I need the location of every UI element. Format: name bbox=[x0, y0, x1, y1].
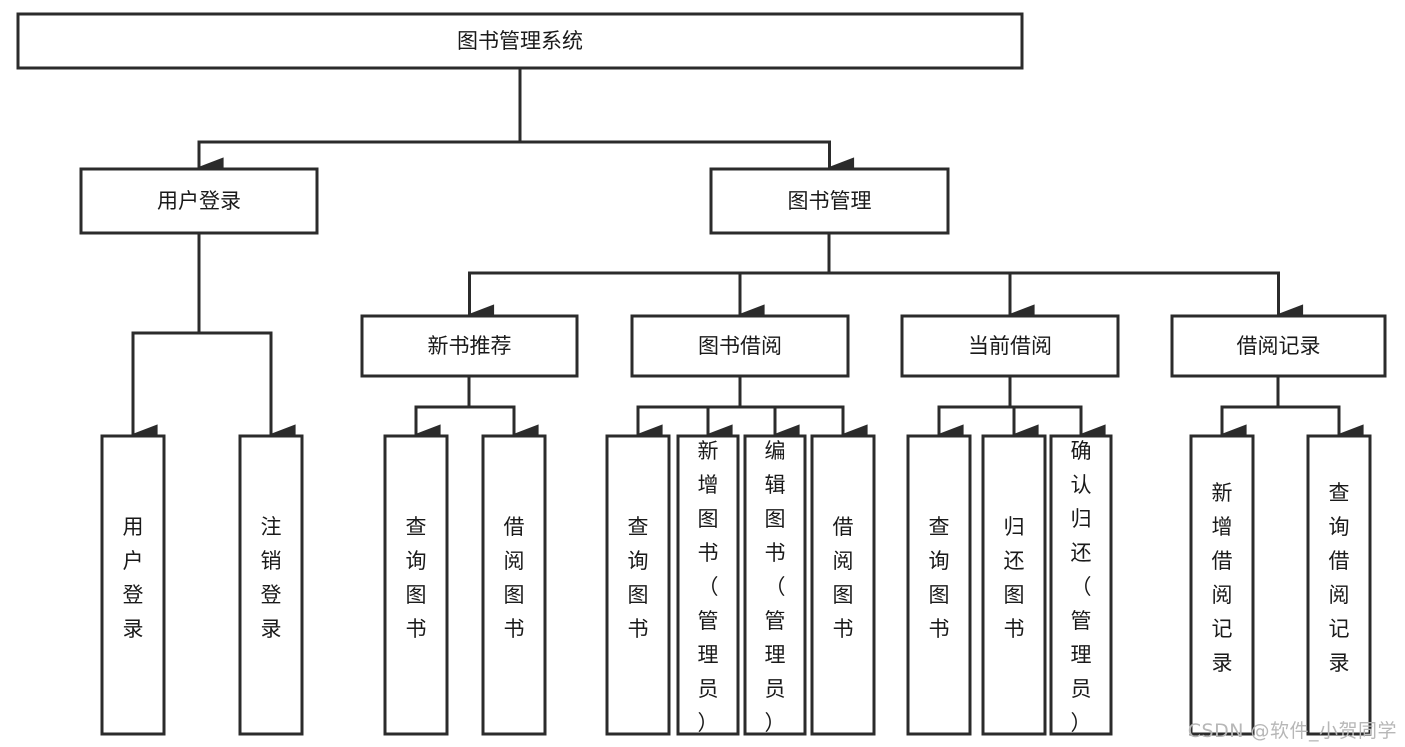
node-label-leaf-add-book-admin: 新增图书（管理员） bbox=[698, 439, 719, 735]
node-current-borrow[interactable]: 当前借阅 bbox=[900, 314, 1120, 378]
node-box-book-borrow[interactable] bbox=[630, 314, 850, 378]
edge-group-root bbox=[197, 66, 855, 178]
node-label-leaf-logout-login: 注销登录 bbox=[261, 515, 282, 641]
node-leaf-query-borrow-record[interactable]: 查询借阅记录 bbox=[1306, 434, 1372, 736]
node-leaf-user-login[interactable]: 用户登录 bbox=[100, 434, 166, 736]
node-label-new-book-recommend: 新书推荐 bbox=[428, 334, 512, 358]
edge-group-user-login bbox=[131, 231, 296, 445]
node-new-book-recommend[interactable]: 新书推荐 bbox=[360, 314, 579, 378]
node-box-new-book-recommend[interactable] bbox=[360, 314, 579, 378]
node-box-leaf-borrow-book-1[interactable] bbox=[481, 434, 547, 736]
node-user-login[interactable]: 用户登录 bbox=[79, 167, 319, 235]
node-book-borrow[interactable]: 图书借阅 bbox=[630, 314, 850, 378]
node-box-leaf-return-book[interactable] bbox=[981, 434, 1047, 736]
node-box-leaf-edit-book-admin[interactable] bbox=[743, 434, 807, 736]
csdn-watermark: CSDN @软件_小贺同学 bbox=[1187, 720, 1397, 742]
node-box-leaf-query-borrow-record[interactable] bbox=[1306, 434, 1372, 736]
edge-group-borrow-record bbox=[1220, 374, 1364, 445]
node-label-leaf-query-borrow-record: 查询借阅记录 bbox=[1329, 481, 1350, 675]
node-box-leaf-add-borrow-record[interactable] bbox=[1189, 434, 1255, 736]
node-box-user-login[interactable] bbox=[79, 167, 319, 235]
edge-group-current-borrow bbox=[937, 374, 1106, 445]
node-leaf-query-book-2[interactable]: 查询图书 bbox=[605, 434, 671, 736]
node-leaf-query-book-1[interactable]: 查询图书 bbox=[383, 434, 449, 736]
node-leaf-logout-login[interactable]: 注销登录 bbox=[238, 434, 304, 736]
node-borrow-record[interactable]: 借阅记录 bbox=[1170, 314, 1387, 378]
node-leaf-confirm-return-admin[interactable]: 确认归还（管理员） bbox=[1049, 434, 1113, 736]
node-leaf-return-book[interactable]: 归还图书 bbox=[981, 434, 1047, 736]
edge-group-book-manage bbox=[468, 231, 1304, 325]
node-root[interactable]: 图书管理系统 bbox=[16, 12, 1024, 70]
node-label-leaf-add-borrow-record: 新增借阅记录 bbox=[1212, 481, 1233, 675]
node-box-leaf-user-login[interactable] bbox=[100, 434, 166, 736]
node-box-leaf-confirm-return-admin[interactable] bbox=[1049, 434, 1113, 736]
node-label-leaf-borrow-book-2: 借阅图书 bbox=[833, 515, 854, 641]
nodes-layer: 图书管理系统用户登录图书管理新书推荐图书借阅当前借阅借阅记录用户登录注销登录查询… bbox=[16, 12, 1387, 736]
node-box-leaf-query-book-3[interactable] bbox=[906, 434, 972, 736]
node-label-user-login: 用户登录 bbox=[157, 189, 241, 213]
node-label-book-manage: 图书管理 bbox=[788, 189, 872, 213]
node-label-current-borrow: 当前借阅 bbox=[968, 334, 1052, 358]
node-leaf-add-borrow-record[interactable]: 新增借阅记录 bbox=[1189, 434, 1255, 736]
edge-group-book-borrow bbox=[636, 374, 868, 445]
node-label-leaf-return-book: 归还图书 bbox=[1004, 515, 1025, 641]
node-leaf-add-book-admin[interactable]: 新增图书（管理员） bbox=[676, 434, 740, 736]
node-box-leaf-query-book-1[interactable] bbox=[383, 434, 449, 736]
node-label-leaf-confirm-return-admin: 确认归还（管理员） bbox=[1071, 439, 1092, 735]
edge-group-new-book-recommend bbox=[414, 374, 539, 445]
node-label-leaf-borrow-book-1: 借阅图书 bbox=[504, 515, 525, 641]
node-label-leaf-query-book-1: 查询图书 bbox=[406, 515, 427, 641]
node-box-book-manage[interactable] bbox=[709, 167, 950, 235]
node-label-leaf-user-login: 用户登录 bbox=[123, 515, 144, 641]
node-label-leaf-query-book-2: 查询图书 bbox=[628, 515, 649, 641]
node-leaf-query-book-3[interactable]: 查询图书 bbox=[906, 434, 972, 736]
edges-layer bbox=[131, 66, 1364, 445]
node-label-leaf-edit-book-admin: 编辑图书（管理员） bbox=[765, 439, 786, 735]
node-box-borrow-record[interactable] bbox=[1170, 314, 1387, 378]
node-box-leaf-borrow-book-2[interactable] bbox=[810, 434, 876, 736]
node-box-leaf-add-book-admin[interactable] bbox=[676, 434, 740, 736]
node-box-leaf-query-book-2[interactable] bbox=[605, 434, 671, 736]
node-book-manage[interactable]: 图书管理 bbox=[709, 167, 950, 235]
node-box-current-borrow[interactable] bbox=[900, 314, 1120, 378]
node-box-root[interactable] bbox=[16, 12, 1024, 70]
node-box-leaf-logout-login[interactable] bbox=[238, 434, 304, 736]
node-leaf-borrow-book-1[interactable]: 借阅图书 bbox=[481, 434, 547, 736]
node-leaf-edit-book-admin[interactable]: 编辑图书（管理员） bbox=[743, 434, 807, 736]
node-label-book-borrow: 图书借阅 bbox=[698, 334, 782, 358]
node-label-leaf-query-book-3: 查询图书 bbox=[929, 515, 950, 641]
node-label-borrow-record: 借阅记录 bbox=[1237, 334, 1321, 358]
node-label-root: 图书管理系统 bbox=[457, 29, 583, 53]
node-leaf-borrow-book-2[interactable]: 借阅图书 bbox=[810, 434, 876, 736]
